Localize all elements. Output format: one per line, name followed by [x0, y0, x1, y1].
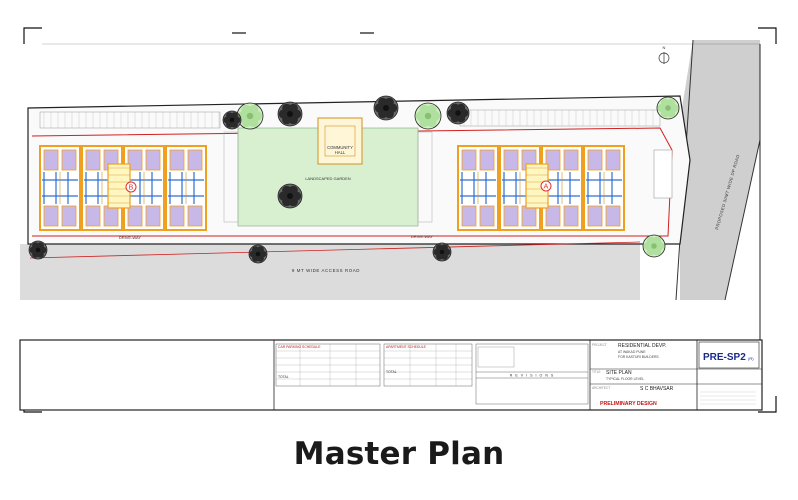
svg-text:N: N	[663, 45, 666, 50]
project-sub2: FOR KASTURI BUILDERS	[618, 355, 659, 359]
driveway-left-label: DRIVE-WAY	[119, 235, 142, 240]
block-a-label: A	[544, 184, 549, 191]
community-hall	[317, 117, 363, 165]
title-block: CAR PARKING SCHEDULE APARTMENT SCHEDULE …	[19, 339, 763, 411]
schedule-2-total: TOTAL	[386, 370, 397, 374]
drawing-number: PRE-SP2	[703, 352, 746, 363]
architect-label: ARCHITECT	[592, 386, 610, 390]
project-label: PROJECT	[592, 343, 607, 347]
trees	[28, 95, 680, 264]
schedule-2-title: APARTMENT SCHEDULE	[386, 345, 427, 349]
landscaped-garden-label: LANDSCAPED GARDEN	[305, 176, 350, 181]
driveway-right-label: DRIVE-WAY	[411, 234, 434, 239]
block-b-label: B	[129, 185, 134, 192]
block-b-tag	[125, 181, 137, 193]
title-name: SITE PLAN	[606, 370, 632, 376]
building-block-a	[457, 145, 625, 231]
building-block-b	[39, 145, 207, 231]
title-sub: TYPICAL FLOOR LEVEL	[606, 377, 644, 381]
drawing-rev: (R)	[748, 356, 754, 361]
access-road	[20, 244, 640, 300]
access-road-label: 9 MT WIDE ACCESS ROAD	[292, 268, 360, 273]
preliminary-stamp: PRELIMINARY DESIGN	[600, 401, 657, 407]
schedule-1-total: TOTAL	[278, 375, 289, 379]
title-label: TITLE	[592, 370, 601, 374]
revisions-label: R E V I S I O N S	[510, 374, 555, 378]
project-sub1: AT WAKAD PUNE	[618, 350, 646, 354]
block-a-tag	[540, 180, 552, 192]
architect-name: S C BHAVSAR	[640, 386, 674, 392]
proposed-road	[680, 40, 760, 300]
project-name: RESIDENTIAL DEVP.	[618, 343, 666, 349]
schedule-1-title: CAR PARKING SCHEDULE	[278, 345, 321, 349]
caption: Master Plan	[293, 436, 505, 472]
north-arrow-icon: N	[658, 45, 670, 64]
